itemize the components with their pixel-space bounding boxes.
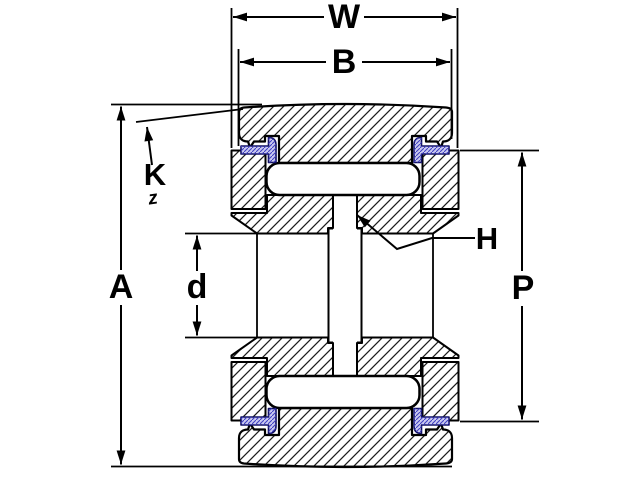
inner-flange-bottom-left <box>230 361 267 422</box>
seal-top-right <box>413 136 450 164</box>
label-bg-W <box>324 3 364 31</box>
dim-label-crown: K <box>144 157 167 192</box>
dim-label-crown-sub: z <box>146 187 160 209</box>
inner-flange-bottom-right <box>421 361 460 422</box>
label-bg-A <box>104 270 138 305</box>
dim-label-outer-ring-width: B <box>332 43 357 81</box>
leader-H <box>356 214 475 251</box>
inner-flange-top-right <box>421 149 460 210</box>
seal-bottom-right <box>413 407 450 435</box>
label-bg-d <box>182 271 212 305</box>
lube-hole-recess-left <box>327 227 333 344</box>
label-bg-P <box>506 271 540 306</box>
roller-bottom <box>265 374 421 410</box>
lube-hole-recess-right <box>357 227 363 344</box>
inner-flange-top-left <box>230 149 267 210</box>
dim-label-lube-hole: H <box>476 221 498 256</box>
dim-label-overall-width: W <box>328 0 361 36</box>
seal-bottom-left <box>240 407 277 435</box>
dim-label-bore-diameter: d <box>187 268 208 306</box>
label-bg-B <box>326 49 362 75</box>
leader-K <box>144 126 154 166</box>
roller-top <box>265 161 421 197</box>
crown-tangent-line <box>135 108 244 123</box>
dim-label-flange-diameter: P <box>512 269 535 307</box>
outer-ring-bottom <box>237 406 454 469</box>
dim-label-outer-diameter: A <box>109 268 134 306</box>
seal-top-left <box>240 136 277 164</box>
